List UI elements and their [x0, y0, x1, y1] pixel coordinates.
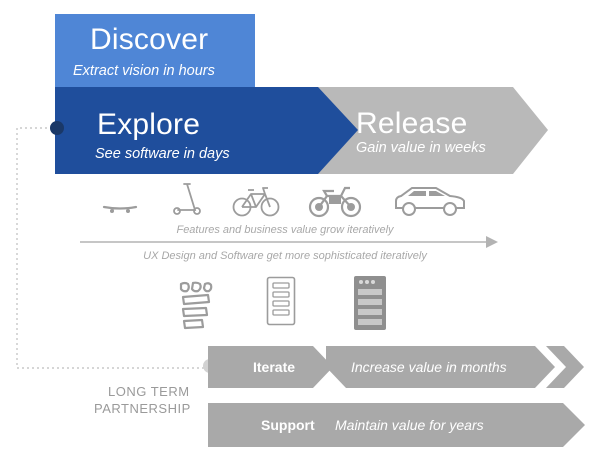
support-arrow [208, 403, 585, 447]
iterate-end-chevron [546, 346, 584, 388]
release-arrow [298, 87, 548, 174]
explore-arrow [55, 87, 358, 174]
explore-dot [50, 121, 64, 135]
timeline-connector [16, 127, 210, 369]
long-term-line1: LONG TERM [108, 384, 190, 399]
release-subtitle: Gain value in weeks [356, 140, 486, 156]
motorcycle-icon [308, 186, 362, 218]
iterate-description: Increase value in months [351, 359, 507, 375]
iterate-label: Iterate [253, 359, 296, 375]
support-description: Maintain value for years [335, 417, 484, 433]
car-icon [395, 187, 465, 216]
ux-caption: UX Design and Software get more sophisti… [143, 250, 427, 262]
explore-subtitle: See software in days [95, 146, 230, 162]
growth-arrow-head [486, 236, 498, 248]
scooter-icon [173, 183, 201, 215]
iterate-arrow [208, 346, 333, 388]
discover-subtitle: Extract vision in hours [73, 63, 215, 79]
hifi-mockup-icon [354, 276, 386, 330]
wireframe-icon [266, 276, 296, 326]
iterate-value-arrow [326, 346, 555, 388]
explore-title: Explore [97, 108, 201, 141]
support-label: Support [261, 417, 315, 433]
discover-box [55, 14, 255, 90]
discover-title: Discover [90, 23, 209, 56]
long-term-line2: PARTNERSHIP [94, 401, 191, 416]
bicycle-icon [232, 187, 280, 217]
sketch-wireframe-icon [179, 281, 213, 330]
features-caption: Features and business value grow iterati… [176, 224, 394, 236]
skateboard-icon [102, 205, 138, 213]
release-title: Release [356, 107, 468, 140]
